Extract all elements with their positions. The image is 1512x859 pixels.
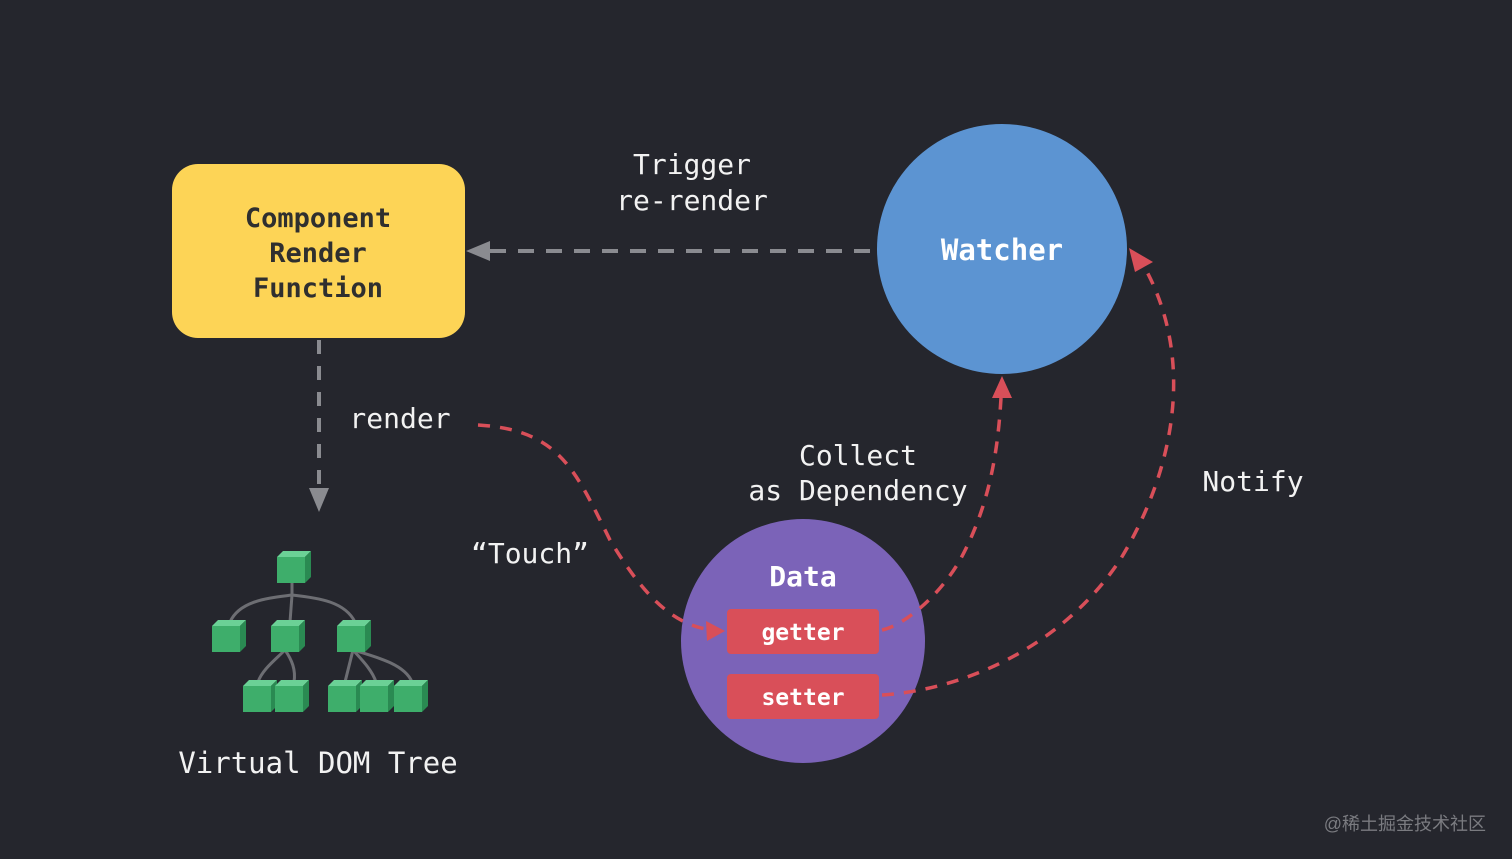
component-label-line2: Render (269, 238, 367, 269)
vdom-cube-l2-a (243, 680, 277, 712)
vdom-cube-l2-c (328, 680, 362, 712)
setter-box (727, 674, 879, 719)
trigger-arrow-head (466, 241, 490, 261)
trigger-rerender-edge: Trigger re-render (466, 148, 870, 261)
watcher-circle (877, 124, 1127, 374)
touch-arrow-head (706, 621, 725, 641)
notify-arrow-line (881, 267, 1176, 697)
vdom-tree-edges (228, 583, 414, 683)
touch-edge: “Touch” (471, 423, 725, 641)
vdom-cube-l2-e (394, 680, 428, 712)
vdom-cube-root (277, 551, 311, 583)
virtual-dom-tree: Virtual DOM Tree (178, 551, 458, 780)
component-box (172, 164, 465, 338)
component-label-line1: Component (245, 203, 391, 234)
watcher-label: Watcher (941, 233, 1063, 267)
vdom-cube-l1-b (271, 620, 305, 652)
vdom-cube-l1-a (212, 620, 246, 652)
component-render-function-node: Component Render Function (172, 164, 465, 338)
collect-arrow-line (881, 397, 1003, 632)
vdom-cube-l1-c (337, 620, 371, 652)
watcher-node: Watcher (877, 124, 1127, 374)
trigger-label-line2: re-render (616, 184, 768, 217)
vdom-label: Virtual DOM Tree (178, 746, 457, 780)
collect-arrow-head (992, 376, 1012, 398)
collect-label-line2: as Dependency (748, 474, 967, 507)
render-label: render (349, 402, 450, 435)
vdom-cube-l2-d (360, 680, 394, 712)
render-arrow-head (309, 488, 329, 512)
collect-dependency-edge: Collect as Dependency (748, 376, 1012, 632)
touch-arrow-line (477, 423, 713, 632)
getter-box (727, 609, 879, 654)
setter-label: setter (761, 685, 844, 711)
touch-label: “Touch” (471, 537, 589, 570)
watermark: @稀土掘金技术社区 (1324, 814, 1486, 834)
data-node: Data getter setter (681, 519, 925, 763)
vdom-cube-l2-b (275, 680, 309, 712)
notify-edge: Notify (881, 248, 1304, 697)
component-label-line3: Function (253, 273, 383, 304)
trigger-label-line1: Trigger (633, 148, 751, 181)
render-edge: render (309, 340, 451, 512)
notify-label: Notify (1202, 465, 1303, 498)
getter-label: getter (761, 620, 844, 646)
collect-label-line1: Collect (799, 439, 917, 472)
notify-arrow-head (1129, 248, 1153, 272)
data-label: Data (769, 560, 836, 593)
